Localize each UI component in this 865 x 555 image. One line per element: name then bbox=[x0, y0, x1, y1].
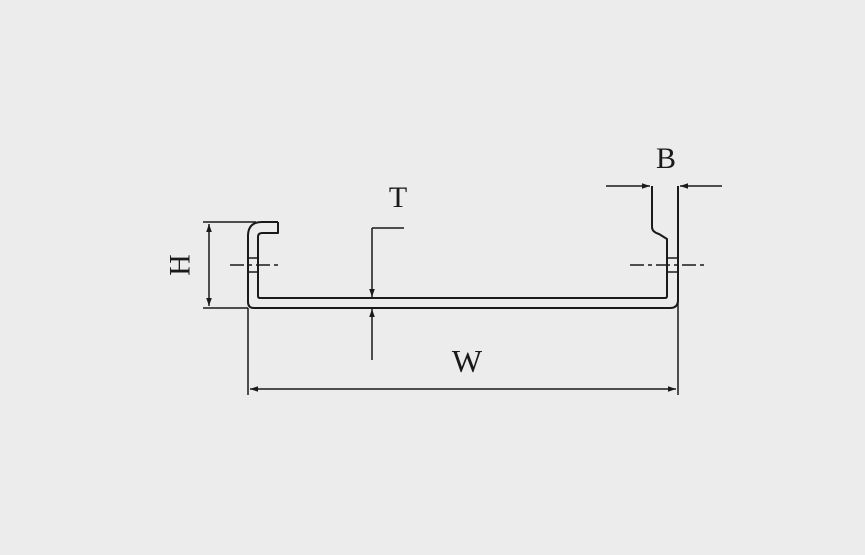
thickness-label: T bbox=[389, 181, 407, 214]
profile-outer-outline bbox=[257, 186, 668, 299]
channel-profile bbox=[247, 186, 679, 309]
height-dimension bbox=[203, 221, 256, 309]
width-dimension bbox=[247, 300, 679, 395]
thickness-dimension bbox=[369, 227, 404, 360]
profile-inner-outline bbox=[247, 186, 679, 309]
height-label: H bbox=[164, 254, 197, 276]
lip-label: B bbox=[656, 142, 676, 175]
width-label: W bbox=[452, 343, 483, 379]
hole-center-marks bbox=[230, 257, 705, 273]
